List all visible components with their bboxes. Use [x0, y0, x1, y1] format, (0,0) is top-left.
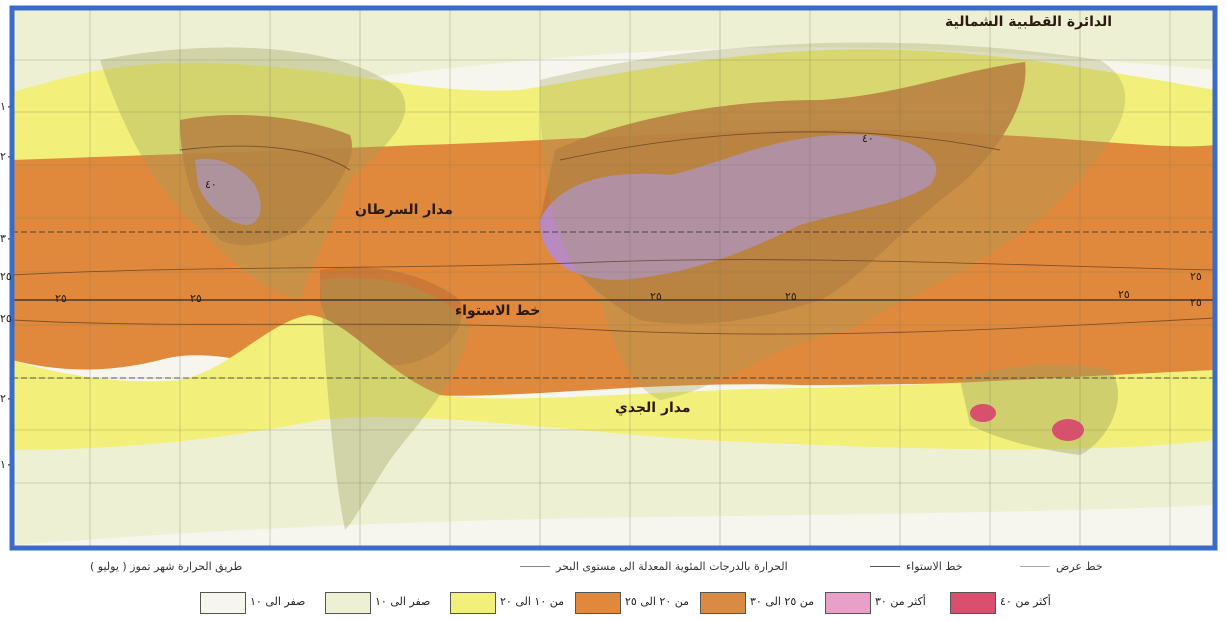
legend-isotherm-line: الحرارة بالدرجات المئوية المعدلة الى مست… [520, 560, 788, 573]
isotherm-label: ٢٥ [190, 292, 202, 305]
equator-label: خط الاستواء [455, 303, 541, 319]
legend-swatch-label: أكثر من ٤٠ [1000, 595, 1051, 608]
isotherm-label: ٢٥ [1190, 296, 1202, 309]
legend-swatch-label: أكثر من ٣٠ [875, 595, 926, 608]
zone-aus-50plus-1 [970, 404, 996, 422]
map-frame [9, 5, 1218, 551]
legend-swatch [700, 592, 746, 614]
lat-label: ٢٥ [0, 312, 12, 325]
legend-swatch [825, 592, 871, 614]
equator-line-sample [870, 566, 900, 567]
legend-swatch [325, 592, 371, 614]
tropic-of-cancer-label: مدار السرطان [355, 202, 453, 218]
land-north-america [100, 47, 406, 300]
isotherm-label: ٢٥ [1190, 270, 1202, 283]
lat-label: ٢٥ [0, 270, 12, 283]
legend-latitude-line: خط عرض [1020, 560, 1103, 573]
legend-swatch [575, 592, 621, 614]
legend-equator-line: خط الاستواء [870, 560, 963, 573]
land-south-america [320, 277, 470, 530]
isotherm-label: ٢٥ [785, 290, 797, 303]
hot-spot-value: ٤٠ [205, 178, 217, 191]
lat-label: ١٠ [0, 100, 12, 113]
zone-south-20-30 [12, 315, 1215, 450]
legend-swatch-label: من ١٠ الى ٢٠ [500, 595, 564, 608]
isotherm-label: ٢٥ [650, 290, 662, 303]
hot-spot-value-asia: ٤٠ [862, 132, 874, 145]
isotherm-line-sample [520, 566, 550, 567]
legend-title: طريق الحرارة شهر تموز ( يوليو ) [90, 560, 243, 573]
lat-label: ٣٠ [0, 232, 12, 245]
legend-swatch [950, 592, 996, 614]
zone-south-10-20 [12, 417, 1215, 545]
temperature-map [9, 5, 1218, 551]
isotherm-label: ٢٥ [55, 292, 67, 305]
isotherm-label: ٢٥ [1118, 288, 1130, 301]
tropic-of-capricorn-label: مدار الجدي [615, 400, 691, 416]
land-eurasia-africa [540, 42, 1126, 400]
legend-swatch-label: من ٢٥ الى ٣٠ [750, 595, 814, 608]
legend-swatch-label: من ٢٠ الى ٢٥ [625, 595, 689, 608]
lat-label: ٢٠ [0, 392, 12, 405]
zone-na-40plus [195, 158, 261, 225]
legend-swatch [450, 592, 496, 614]
legend: طريق الحرارة شهر تموز ( يوليو ) الحرارة … [0, 556, 1227, 621]
lat-label: ٢٠ [0, 150, 12, 163]
zone-mena-40plus [540, 134, 937, 280]
lat-label: ١٠ [0, 458, 12, 471]
legend-swatch-label: صفر الى ١٠ [250, 595, 306, 608]
arctic-circle-label: الدائرة القطبية الشمالية [945, 14, 1113, 30]
isotherms [11, 131, 1216, 335]
latitude-line-sample [1020, 566, 1050, 567]
legend-swatch [200, 592, 246, 614]
legend-swatch-label: صفر الى ١٠ [375, 595, 431, 608]
